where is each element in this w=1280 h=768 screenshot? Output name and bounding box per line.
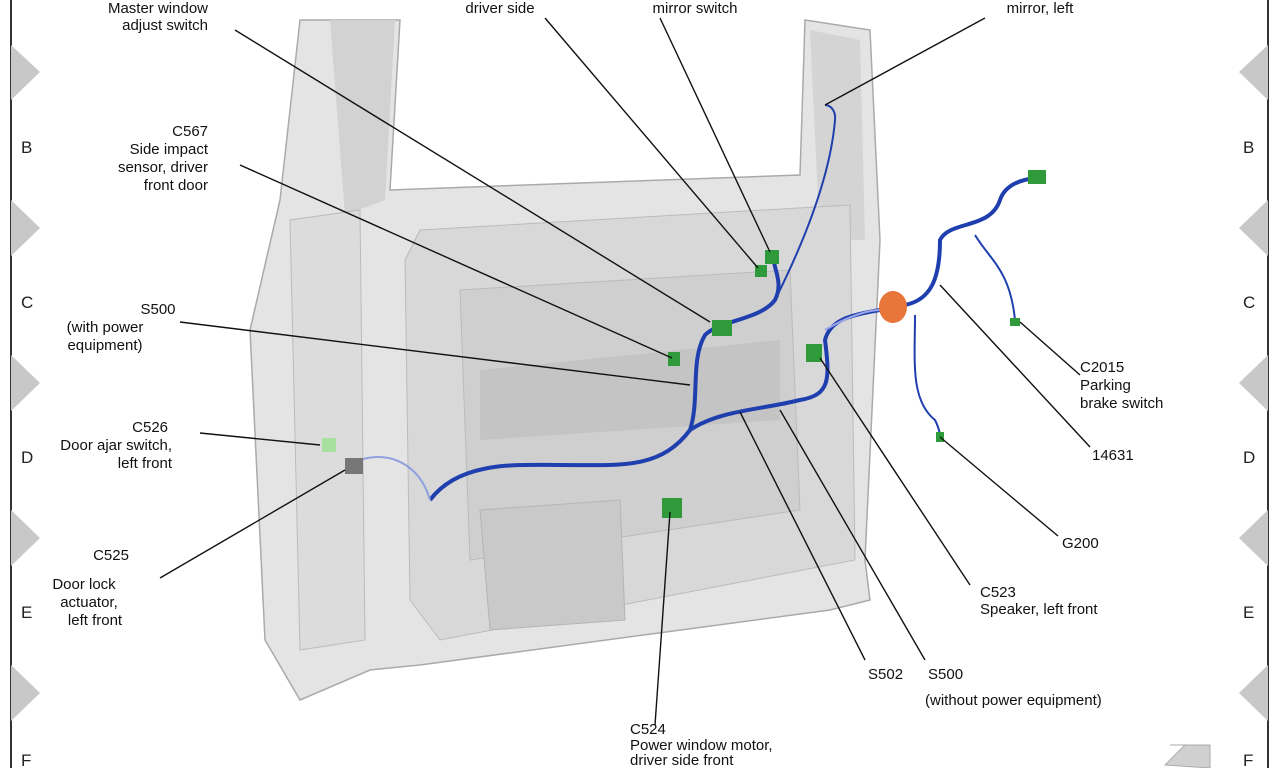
svg-text:left front: left front [118,455,173,472]
connector-c525 [345,458,363,474]
svg-text:(with power: (with power [67,319,144,336]
label-14631: 14631 [1092,447,1134,464]
label-c526: C526 Door ajar switch, left front [60,419,173,472]
connector-mirror-left [1028,170,1046,184]
connector-master-window [712,320,732,336]
row-letter-c: C [21,293,33,312]
label-mirror-switch: mirror switch [653,0,738,17]
svg-text:C523: C523 [980,584,1016,601]
row-letter-d: D [21,448,33,467]
svg-text:driver side front: driver side front [630,752,734,768]
svg-text:adjust switch: adjust switch [122,17,208,34]
row-letter-f-right: F [1243,751,1253,768]
svg-text:C567: C567 [172,123,208,140]
svg-text:(without power equipment): (without power equipment) [925,692,1102,709]
svg-text:Door ajar switch,: Door ajar switch, [60,437,172,454]
svg-text:Master window: Master window [108,0,208,17]
label-driver-side: driver side [465,0,534,17]
svg-text:left front: left front [68,612,123,629]
label-s500-without: S500 (without power equipment) [925,666,1102,709]
label-c523: C523 Speaker, left front [980,584,1098,618]
svg-text:actuator,: actuator, [60,594,118,611]
svg-text:equipment): equipment) [67,337,142,354]
margin-markers [11,45,1268,721]
svg-text:S500: S500 [140,301,175,318]
connector-mirror-switch [765,250,779,264]
svg-text:C526: C526 [132,419,168,436]
row-letter-b: B [21,138,32,157]
svg-text:Door lock: Door lock [52,576,116,593]
door-illustration [249,19,1211,768]
row-letter-e-right: E [1243,603,1254,622]
row-letter-e: E [21,603,32,622]
connector-c567 [668,352,680,366]
label-s500-with: S500 (with power equipment) [67,301,176,354]
grommet [879,291,907,323]
connector-c524 [662,498,682,518]
connector-c523 [806,344,822,362]
svg-text:Parking: Parking [1080,377,1131,394]
wiring-harness [359,104,1036,502]
svg-text:front door: front door [144,177,208,194]
svg-text:Speaker, left front: Speaker, left front [980,601,1098,618]
row-letter-c-right: C [1243,293,1255,312]
row-letter-b-right: B [1243,138,1254,157]
svg-text:S500: S500 [928,666,963,683]
label-c2015: C2015 Parking brake switch [1080,359,1163,412]
svg-text:brake switch: brake switch [1080,395,1163,412]
row-letter-d-right: D [1243,448,1255,467]
svg-text:C2015: C2015 [1080,359,1124,376]
label-mirror-left: mirror, left [1007,0,1075,17]
label-c525: C525 Door lock actuator, left front [52,547,129,629]
svg-text:Power window motor,: Power window motor, [630,737,773,754]
label-master-window: Master window adjust switch [108,0,208,34]
label-c567: C567 Side impact sensor, driver front do… [118,123,209,194]
leader-lines [159,17,1091,726]
svg-text:Side impact: Side impact [130,141,209,158]
connector-c2015 [1010,318,1020,326]
connector-c526 [322,438,336,452]
label-s502: S502 [868,666,903,683]
label-c524: C524 Power window motor, driver side fro… [630,721,773,768]
svg-text:sensor, driver: sensor, driver [118,159,208,176]
svg-text:C525: C525 [93,547,129,564]
row-letters: B C D E F B C D E F [21,138,1255,768]
svg-text:C524: C524 [630,721,666,738]
label-g200: G200 [1062,535,1099,552]
row-letter-f: F [21,751,31,768]
